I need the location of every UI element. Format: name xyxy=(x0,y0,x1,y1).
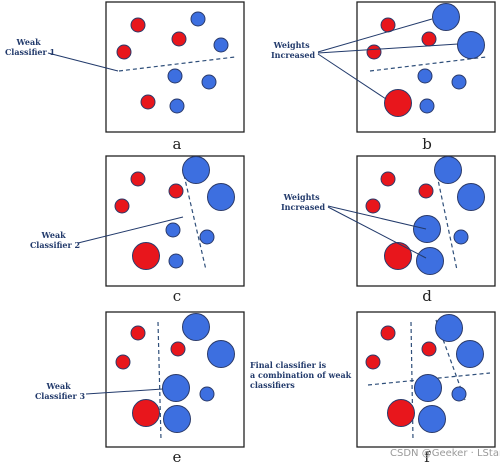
weak-classifier-2-pointer xyxy=(77,216,184,244)
watermark: CSDN @Geeker · LStar xyxy=(390,448,500,459)
data-point-blue-weighted xyxy=(207,183,235,211)
weights-increased-label-b: Weights Increased xyxy=(271,40,316,60)
data-point-blue-weighted xyxy=(413,215,441,243)
panel-frames xyxy=(105,1,496,448)
data-point-red xyxy=(380,325,396,341)
data-point-blue-weighted xyxy=(435,314,463,342)
panel-label-f: f xyxy=(424,448,431,466)
data-point-blue xyxy=(190,11,206,27)
data-point-red-weighted xyxy=(384,242,412,270)
data-point-blue xyxy=(417,68,433,84)
data-point-blue xyxy=(213,37,229,53)
data-point-red xyxy=(171,31,187,47)
data-point-red-weighted xyxy=(132,399,160,427)
data-point-blue-weighted xyxy=(432,3,460,31)
panel-frame-d xyxy=(356,155,496,287)
data-point-blue xyxy=(199,229,215,245)
data-point-blue-weighted xyxy=(457,31,485,59)
data-point-red xyxy=(380,171,396,187)
panel-label-e: e xyxy=(173,448,182,466)
weights-pointer-b-3 xyxy=(317,53,387,100)
weak-classifier-2-label: Weak Classifier 2 xyxy=(30,230,80,250)
weak-classifier-3-label: Weak Classifier 3 xyxy=(35,381,86,401)
data-point-blue xyxy=(451,74,467,90)
data-point-blue xyxy=(419,98,435,114)
data-point-blue xyxy=(168,253,184,269)
data-point-red-weighted xyxy=(387,399,415,427)
weak-classifier-2-boundary xyxy=(183,174,207,271)
data-point-blue-weighted xyxy=(416,247,444,275)
panel-label-a: a xyxy=(173,135,182,153)
data-point-red xyxy=(365,198,381,214)
data-point-red xyxy=(421,31,437,47)
data-point-red xyxy=(115,354,131,370)
weights-pointer-d-1 xyxy=(327,205,427,230)
panel-frame-b xyxy=(356,1,496,133)
data-point-red xyxy=(421,341,437,357)
data-point-blue-weighted xyxy=(418,405,446,433)
panel-frame-c xyxy=(105,155,245,287)
data-point-blue-weighted xyxy=(434,156,462,184)
weights-pointer-b-2 xyxy=(317,43,459,54)
data-point-blue-weighted xyxy=(182,156,210,184)
panel-frame-f xyxy=(356,311,496,448)
weights-pointer-d-2 xyxy=(327,206,427,259)
weak-classifier-1-label: Weak Classifier 1 xyxy=(5,37,55,57)
panel-label-d: d xyxy=(422,287,432,305)
data-point-red xyxy=(116,44,132,60)
weights-increased-label-d: Weights Increased xyxy=(281,192,326,212)
data-point-blue-weighted xyxy=(457,183,485,211)
weak-classifier-1-boundary-b xyxy=(369,56,487,72)
data-point-blue-weighted xyxy=(456,340,484,368)
data-point-red-weighted xyxy=(384,89,412,117)
data-point-red xyxy=(418,183,434,199)
data-point-red xyxy=(168,183,184,199)
data-point-red xyxy=(130,171,146,187)
weak-classifier-3-boundary xyxy=(157,321,162,441)
weak-classifier-1-boundary xyxy=(118,56,236,72)
panel-frame-a xyxy=(105,1,245,133)
final-classifier-label: Final classifier is a combination of wea… xyxy=(250,360,354,390)
panel-label-c: c xyxy=(173,287,181,305)
data-point-blue-weighted xyxy=(163,405,191,433)
data-point-red xyxy=(130,325,146,341)
data-point-red xyxy=(140,94,156,110)
data-point-red xyxy=(170,341,186,357)
panel-frame-e xyxy=(105,311,245,448)
data-point-red xyxy=(114,198,130,214)
data-points xyxy=(114,3,485,433)
data-point-red xyxy=(130,17,146,33)
data-point-blue xyxy=(451,386,467,402)
data-point-red xyxy=(365,354,381,370)
weak-classifier-2-boundary-d xyxy=(436,174,458,271)
data-point-blue-weighted xyxy=(162,374,190,402)
data-point-blue xyxy=(201,74,217,90)
data-point-red-weighted xyxy=(132,242,160,270)
weights-pointer-b-1 xyxy=(317,18,433,53)
weak-classifier-1-pointer xyxy=(47,52,119,72)
data-point-blue-weighted xyxy=(182,313,210,341)
data-point-red xyxy=(366,44,382,60)
data-point-blue xyxy=(167,68,183,84)
annotation-arrows xyxy=(47,18,459,395)
data-point-blue xyxy=(169,98,185,114)
data-point-blue-weighted xyxy=(414,374,442,402)
data-point-blue-weighted xyxy=(207,340,235,368)
data-point-blue xyxy=(199,386,215,402)
data-point-blue xyxy=(453,229,469,245)
panel-label-b: b xyxy=(422,135,432,153)
data-point-blue xyxy=(165,222,181,238)
weak-classifier-3-pointer xyxy=(85,388,164,395)
